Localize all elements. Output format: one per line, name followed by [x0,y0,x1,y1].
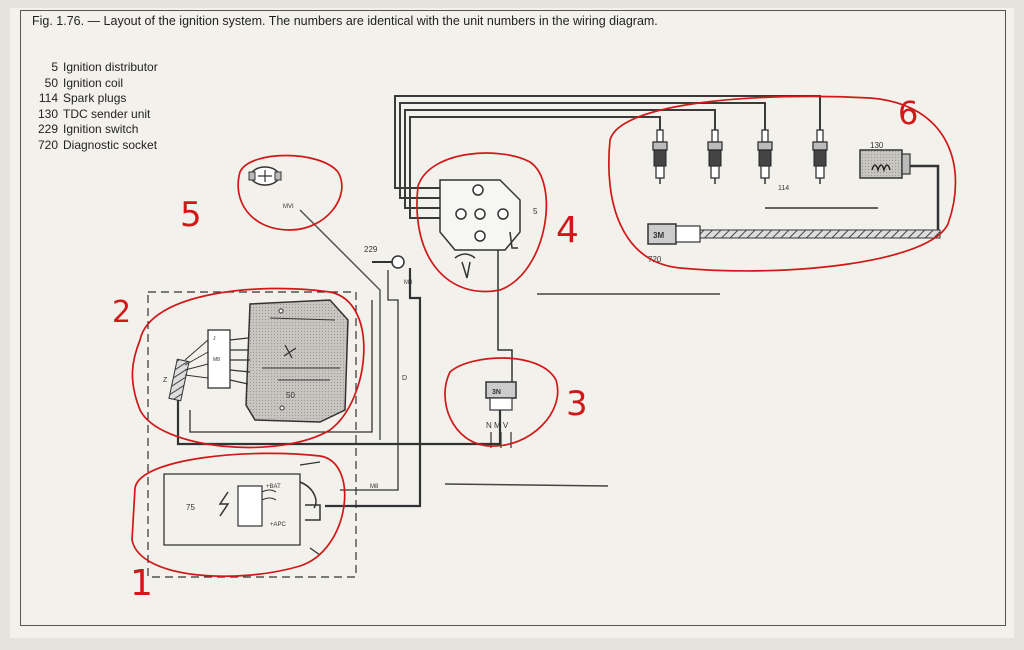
label-apc: +APC [270,522,287,528]
figure-caption: Fig. 1.76. — Layout of the ignition syst… [32,14,658,28]
annotation-number-6: 6 [898,94,918,132]
label-unit-50: 50 [286,391,295,400]
annotation-circle-2 [131,287,365,449]
ignition-module-75: 75 +BAT +APC [163,461,321,556]
scanned-page [10,8,1014,638]
connector-3n: 3N N M V [485,381,517,448]
label-m8-switch: M8 [404,280,413,286]
tdc-cable [910,164,940,234]
annotation-circle-5 [237,154,343,231]
diagnostic-socket: 3M 720 [647,223,701,264]
label-unit-114: 114 [778,185,789,192]
label-bat: +BAT [266,484,281,490]
annotation-number-5: 5 [180,195,202,235]
annotation-number-3: 3 [566,384,588,424]
spark-plug [652,129,668,184]
label-d: D [402,375,407,382]
annotation-circle-6 [607,95,957,272]
harness-bundle [168,358,190,402]
label-j: J [213,336,216,342]
figure-frame [20,10,1006,626]
label-m8-harness: M8 [370,484,379,490]
module-enclosure [147,291,357,578]
label-nmv: N M V [486,421,509,430]
annotation-circle-4 [416,152,548,293]
ignition-coil: 50 [245,299,349,423]
main-harness [176,250,513,508]
annotation-circle-3 [444,357,559,447]
ignition-switch: 229 M8 [364,245,413,286]
label-unit-720: 720 [648,255,662,264]
sensor-wire [299,209,381,440]
tdc-sender-unit: 130 [859,141,911,179]
annotation-number-1: 1 [130,563,153,604]
distributor-sensor: MVI [248,166,294,210]
label-mvi: MVI [283,204,294,210]
label-connector-3m: 3M [653,231,664,240]
spark-plug [707,129,723,184]
annotation-number-4: 4 [556,210,579,251]
label-connector-3n: 3N [492,389,501,396]
annotation-circle-1 [131,452,346,577]
spark-plugs [652,129,828,184]
annotation-circles [131,95,957,577]
label-z: Z [163,377,168,384]
label-m8-coil: M8 [213,357,220,363]
label-unit-130: 130 [870,141,884,150]
spark-plug [757,129,773,184]
spark-plug [812,129,828,184]
coil-connector: J M8 [207,329,251,389]
annotation-numbers: 1 2 3 4 5 6 [112,94,918,604]
tdc-cable-hatched [699,229,941,239]
annotation-number-2: 2 [112,295,131,330]
ignition-distributor: 5 [439,179,538,279]
harness-wires [184,339,209,379]
label-unit-229: 229 [364,245,378,254]
ht-leads [394,95,821,219]
label-unit-5: 5 [533,207,538,216]
label-unit-75: 75 [186,503,195,512]
rule-line [444,483,609,487]
